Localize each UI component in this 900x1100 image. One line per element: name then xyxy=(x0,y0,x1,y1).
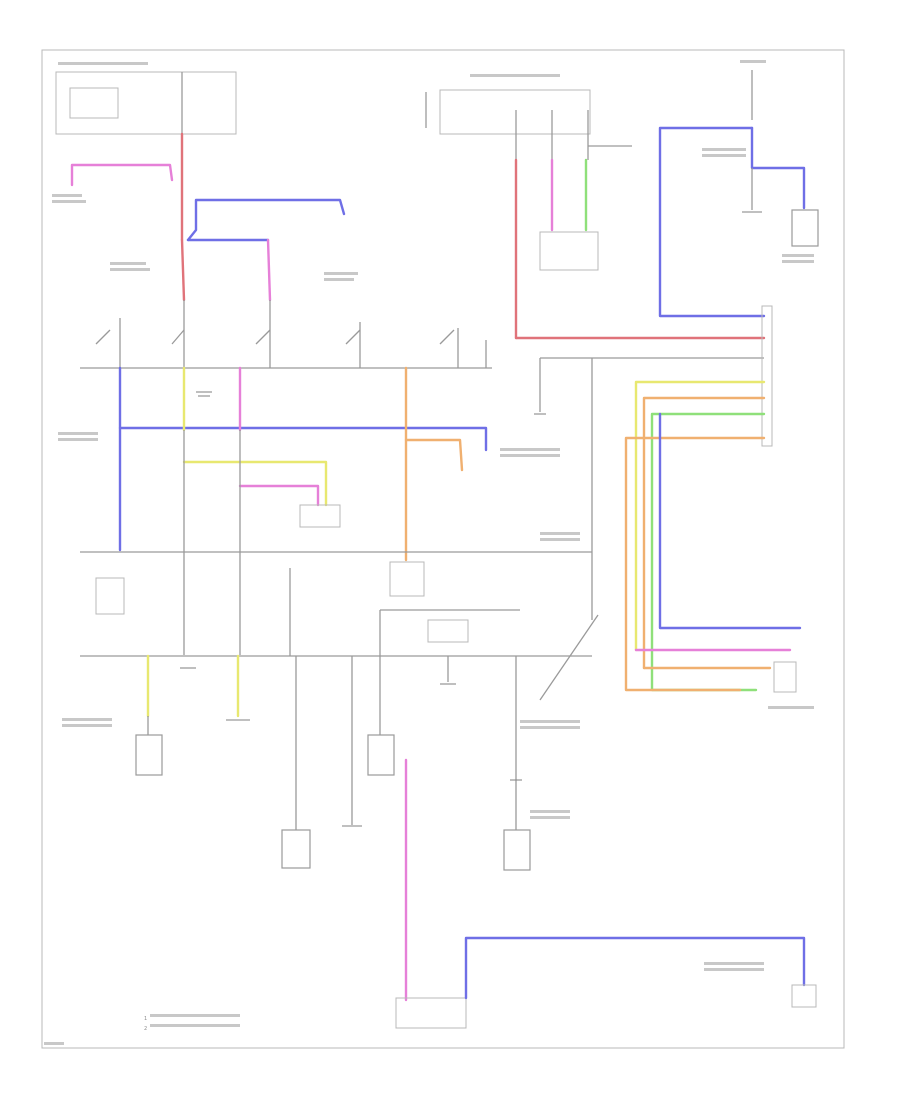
bottom-module xyxy=(395,997,467,1029)
legend-mark-2: 2 xyxy=(144,1026,147,1032)
small-box-left xyxy=(95,577,125,615)
top-middle-section xyxy=(425,89,766,620)
right-connector xyxy=(761,305,773,447)
diagram-frame xyxy=(41,49,845,1049)
wire-pink-mid xyxy=(238,484,320,507)
wire-pink-top xyxy=(70,163,174,187)
wire-orange-right xyxy=(624,436,766,692)
wire-blue-right xyxy=(658,412,802,630)
load-component-2 xyxy=(281,829,311,869)
module-top-right xyxy=(791,209,819,247)
wire-yellow-orange-right xyxy=(642,396,766,670)
fuse-box-top-middle xyxy=(439,89,591,135)
connector-box-mid xyxy=(299,504,341,528)
top-right-section xyxy=(539,70,819,701)
wire-yellow-mid xyxy=(182,460,328,507)
bottom-left-section: 1 2 xyxy=(135,654,817,1032)
wire-blue-top xyxy=(186,198,346,242)
wire-green-right xyxy=(650,412,766,692)
wire-blue-top-right xyxy=(658,126,766,318)
legend-mark-1: 1 xyxy=(144,1016,147,1022)
load-component-4 xyxy=(503,829,531,871)
connector-bottom-right xyxy=(773,661,797,693)
fuse-box-top-left xyxy=(55,71,237,135)
top-left-section xyxy=(55,71,492,369)
fuse-inner-box xyxy=(69,87,119,119)
load-component-1 xyxy=(135,734,163,776)
load-component-3 xyxy=(367,734,395,776)
wire-yellow-right xyxy=(634,380,766,652)
middle-left-section xyxy=(80,366,592,657)
wire-orange-mid xyxy=(404,366,464,472)
relay-box-mid xyxy=(389,561,425,597)
module-top-middle xyxy=(539,231,599,271)
relay-inner-box xyxy=(427,619,469,643)
wire-blue-bottom xyxy=(464,936,806,1000)
wire-blue-mid xyxy=(118,426,488,452)
bottom-right-box xyxy=(791,984,817,1008)
ground-symbols xyxy=(180,391,546,781)
label-placeholders xyxy=(44,60,814,1045)
